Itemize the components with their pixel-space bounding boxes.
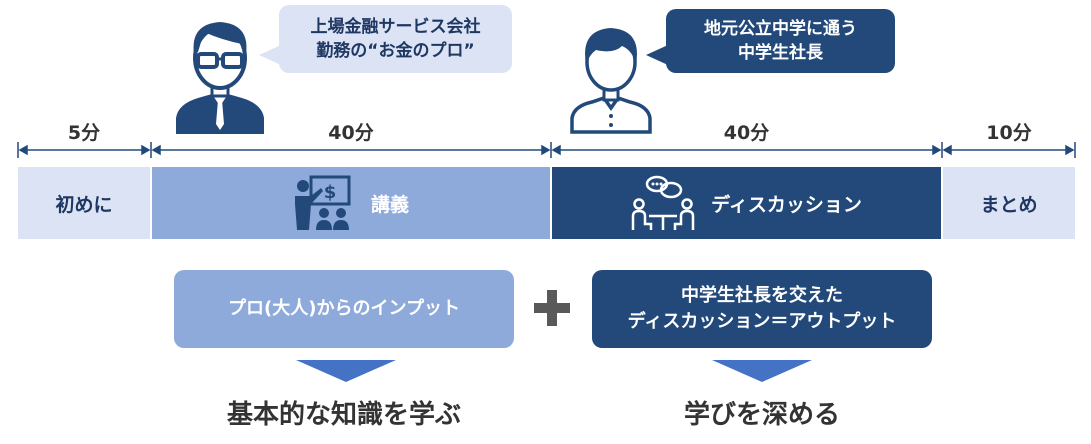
segment-lecture: $ 講義: [152, 167, 550, 239]
segment-lecture-label: 講義: [370, 193, 409, 216]
student-bubble-line1: 地元公立中学に通う: [704, 19, 857, 39]
duration-discussion: 40分: [723, 121, 770, 144]
segment-discussion-label: ディスカッション: [711, 193, 862, 216]
output-box-line1: 中学生社長を交えた: [681, 285, 843, 306]
student-speech-bubble: 地元公立中学に通う 中学生社長: [646, 9, 895, 73]
duration-intro: 5分: [67, 121, 101, 144]
output-box: 中学生社長を交えた ディスカッション＝アウトプット: [592, 270, 932, 348]
output-box-line2: ディスカッション＝アウトプット: [627, 311, 897, 332]
outcome-right: 学びを深める: [683, 399, 840, 430]
plus-operator: [532, 288, 572, 328]
teacher-bubble-line1: 上場金融サービス会社: [310, 17, 481, 37]
segment-discussion: ディスカッション: [552, 167, 941, 239]
student-bubble-line2: 中学生社長: [738, 43, 823, 63]
teacher-speech-bubble: 上場金融サービス会社 勤務の“お金のプロ”: [259, 5, 512, 73]
segment-intro: 初めに: [18, 167, 150, 239]
lecture-icon: $: [294, 175, 351, 230]
businessman-icon: [176, 22, 264, 134]
svg-text:$: $: [324, 182, 337, 203]
input-box-label: プロ(大人)からのインプット: [228, 298, 460, 319]
duration-summary: 10分: [986, 121, 1032, 144]
plus-icon: [534, 290, 570, 326]
segment-summary: まとめ: [943, 167, 1075, 239]
student-icon: [570, 28, 652, 134]
discussion-icon: [631, 175, 695, 230]
down-arrow-icon: [712, 360, 812, 382]
outcome-left: 基本的な知識を学ぶ: [226, 399, 461, 430]
segment-intro-label: 初めに: [55, 193, 113, 216]
duration-dimension-lines: [17, 142, 1076, 158]
duration-lecture: 40分: [328, 121, 374, 144]
down-arrow-icon: [296, 360, 396, 382]
teacher-bubble-line2: 勤務の“お金のプロ”: [316, 41, 475, 61]
segment-summary-label: まとめ: [980, 193, 1038, 216]
input-box: プロ(大人)からのインプット: [174, 270, 514, 348]
